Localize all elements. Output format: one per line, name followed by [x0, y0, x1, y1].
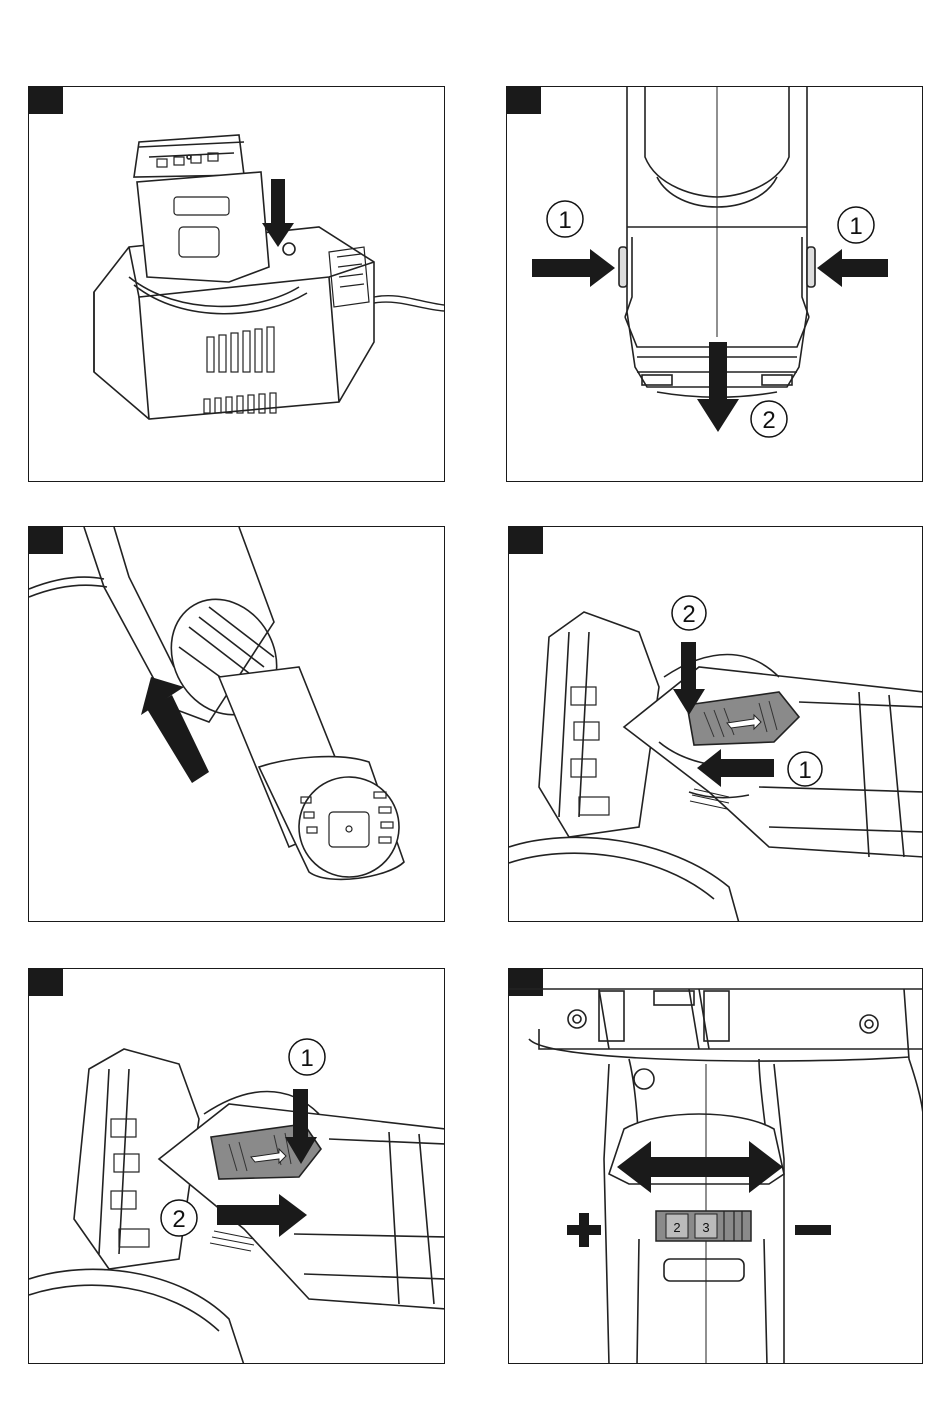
callout-label: 1	[849, 213, 862, 240]
figure-panel-insert-battery	[28, 526, 445, 922]
switch-lock-illustration: 1 2	[29, 969, 445, 1364]
figure-panel-remove-battery: 1 1 2	[506, 86, 923, 482]
callout-label: 2	[172, 1206, 185, 1233]
figure-panel-unlock-switch: 2 1	[508, 526, 923, 922]
press-arrows	[532, 249, 888, 432]
dial-number: 3	[702, 1220, 709, 1235]
callout-label: 2	[762, 407, 775, 434]
callout-label: 1	[300, 1045, 313, 1072]
speed-dial-illustration: 2 3	[509, 969, 923, 1364]
insert-arrow	[141, 677, 209, 783]
charger-illustration	[29, 87, 445, 482]
battery-insert-illustration	[29, 527, 445, 922]
callout-label: 1	[558, 207, 571, 234]
callout-label: 2	[682, 601, 695, 628]
figure-panel-lock-switch: 1 2	[28, 968, 445, 1364]
battery-release-illustration: 1 1 2	[507, 87, 923, 482]
switch-unlock-illustration: 2 1	[509, 527, 923, 922]
dial-number: 2	[673, 1220, 680, 1235]
callout-label: 1	[798, 757, 811, 784]
figure-panel-charge-battery	[28, 86, 445, 482]
figure-panel-speed-dial: 2 3	[508, 968, 923, 1364]
